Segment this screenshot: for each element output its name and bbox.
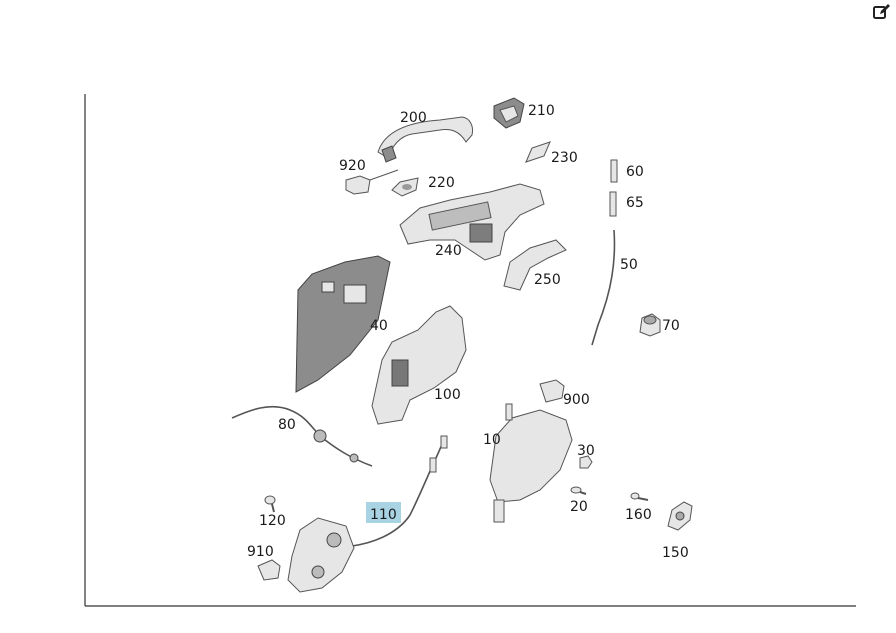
part-160-screw[interactable] <box>630 492 649 501</box>
label-230[interactable]: 230 <box>551 150 578 166</box>
part-70-grommet[interactable] <box>639 313 661 337</box>
part-900-pad[interactable] <box>539 379 565 403</box>
label-80[interactable]: 80 <box>278 417 296 433</box>
part-50-rod[interactable] <box>591 229 616 346</box>
part-240-handle-carrier[interactable] <box>399 183 545 261</box>
part-150-striker[interactable] <box>667 501 693 531</box>
part-20-screw[interactable] <box>570 486 587 495</box>
label-920[interactable]: 920 <box>339 158 366 174</box>
label-70[interactable]: 70 <box>662 318 680 334</box>
label-900[interactable]: 900 <box>563 392 590 408</box>
part-10-door-lock[interactable] <box>489 403 573 523</box>
part-30-nut[interactable] <box>579 455 593 469</box>
label-120[interactable]: 120 <box>259 513 286 529</box>
label-220[interactable]: 220 <box>428 175 455 191</box>
edit-icon[interactable] <box>872 2 892 22</box>
label-150[interactable]: 150 <box>662 545 689 561</box>
part-920-pad[interactable] <box>345 169 399 195</box>
part-220-seal[interactable] <box>391 177 419 197</box>
highlight-110 <box>366 502 401 523</box>
part-200-door-handle[interactable] <box>377 116 473 163</box>
part-230-gasket[interactable] <box>525 141 551 163</box>
label-910[interactable]: 910 <box>247 544 274 560</box>
label-160[interactable]: 160 <box>625 507 652 523</box>
label-210[interactable]: 210 <box>528 103 555 119</box>
part-250-bracket[interactable] <box>503 239 567 291</box>
part-910-pad[interactable] <box>257 559 281 581</box>
label-110[interactable]: 110 <box>370 507 397 523</box>
label-100[interactable]: 100 <box>434 387 461 403</box>
part-80-cable[interactable] <box>231 405 373 467</box>
part-120-screw[interactable] <box>264 495 276 513</box>
part-110-cable[interactable] <box>351 435 448 547</box>
label-40[interactable]: 40 <box>370 318 388 334</box>
label-30[interactable]: 30 <box>577 443 595 459</box>
label-50[interactable]: 50 <box>620 257 638 273</box>
part-latch-cover[interactable] <box>287 517 355 593</box>
label-60[interactable]: 60 <box>626 164 644 180</box>
part-65-rod-clip[interactable] <box>609 191 617 217</box>
label-65[interactable]: 65 <box>626 195 644 211</box>
label-240[interactable]: 240 <box>435 243 462 259</box>
label-10[interactable]: 10 <box>483 432 501 448</box>
part-210-cap[interactable] <box>493 97 525 129</box>
label-20[interactable]: 20 <box>570 499 588 515</box>
label-250[interactable]: 250 <box>534 272 561 288</box>
part-40-inner-cover[interactable] <box>295 255 391 393</box>
part-60-rod-end[interactable] <box>610 159 618 183</box>
label-200[interactable]: 200 <box>400 110 427 126</box>
part-100-lock-housing[interactable] <box>371 305 467 425</box>
